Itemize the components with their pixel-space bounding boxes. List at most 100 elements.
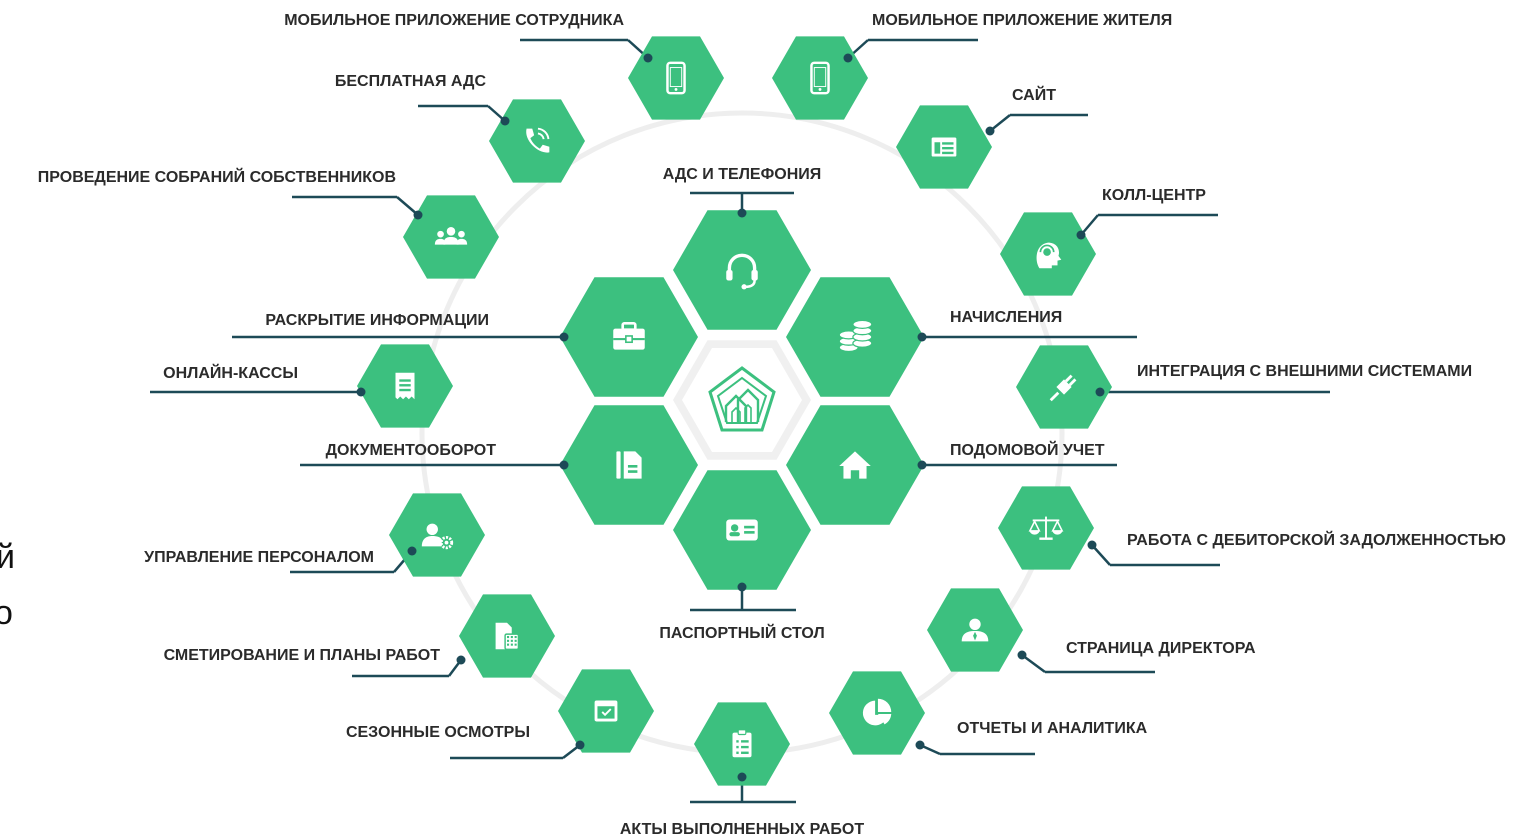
- houses-pentagon-logo-icon: [708, 366, 776, 432]
- hexagon-shape: [829, 671, 925, 755]
- label-disclosure: РАСКРЫТИЕ ИНФОРМАЦИИ: [265, 312, 489, 329]
- hexagon-shape: [927, 588, 1023, 672]
- connector-dot: [737, 772, 747, 782]
- id-card-icon: [726, 519, 758, 541]
- label-acts: АКТЫ ВЫПОЛНЕННЫХ РАБОТ: [620, 821, 864, 836]
- outer-hex-cashbox[interactable]: [356, 344, 454, 428]
- outer-hex-acts[interactable]: [694, 702, 790, 786]
- phone-call-icon: [526, 127, 550, 153]
- connector-dot: [643, 53, 653, 63]
- label-free-ads: БЕСПЛАТНАЯ АДС: [335, 73, 487, 90]
- outer-hex-resident_app[interactable]: [772, 36, 868, 120]
- connector-dot: [456, 655, 466, 665]
- connector-dot: [737, 208, 747, 218]
- label-estimates: СМЕТИРОВАНИЕ И ПЛАНЫ РАБОТ: [164, 647, 441, 664]
- label-docflow: ДОКУМЕНТООБОРОТ: [326, 442, 497, 459]
- connector-dot: [1017, 650, 1027, 660]
- browser-window-icon: [931, 137, 957, 157]
- clipped-text-2: о: [0, 594, 13, 632]
- outer-director-connector-line: [1021, 653, 1046, 674]
- core-hex-passport[interactable]: [673, 470, 811, 592]
- label-debt: РАБОТА С ДЕБИТОРСКОЙ ЗАДОЛЖЕННОСТЬЮ: [1127, 530, 1506, 549]
- connector-lines: [150, 38, 1330, 804]
- outer-hex-site[interactable]: [896, 105, 995, 189]
- group-people-icon: [434, 227, 468, 245]
- connector-dot: [559, 460, 569, 470]
- label-callcenter: КОЛЛ-ЦЕНТР: [1102, 187, 1206, 204]
- label-director: СТРАНИЦА ДИРЕКТОРА: [1066, 640, 1256, 657]
- core-hex-docflow[interactable]: [559, 405, 699, 525]
- mobile-phone-icon: [810, 61, 830, 95]
- label-employee-app: МОБИЛЬНОЕ ПРИЛОЖЕНИЕ СОТРУДНИКА: [284, 12, 624, 29]
- label-inspections: СЕЗОННЫЕ ОСМОТРЫ: [346, 724, 530, 741]
- label-accruals: НАЧИСЛЕНИЯ: [950, 309, 1062, 326]
- core-hex-registry[interactable]: [786, 405, 927, 525]
- outer-hex-estimates[interactable]: [456, 594, 556, 678]
- clipped-text-1: й: [0, 538, 15, 576]
- document-icon: [616, 451, 642, 479]
- receipt-icon: [395, 372, 415, 400]
- label-passport: ПАСПОРТНЫЙ СТОЛ: [659, 623, 824, 642]
- mobile-phone-icon: [666, 61, 686, 95]
- outer-hex-inspections[interactable]: [558, 669, 654, 753]
- home-icon: [839, 451, 871, 479]
- center-hexagon-inner: [682, 348, 802, 452]
- clipboard-list-icon: [732, 729, 752, 758]
- connector-dot: [737, 582, 747, 592]
- scales-icon: [1028, 516, 1064, 540]
- label-meetings: ПРОВЕДЕНИЕ СОБРАНИЙ СОБСТВЕННИКОВ: [38, 167, 396, 186]
- center-hub: [673, 340, 811, 460]
- connector-dot: [843, 53, 853, 63]
- core-hex-ads[interactable]: [673, 208, 811, 330]
- connector-dot: [356, 387, 366, 397]
- core-hex-disclosure[interactable]: [559, 277, 699, 397]
- connector-dot: [500, 116, 510, 126]
- label-reports: ОТЧЕТЫ И АНАЛИТИКА: [957, 720, 1148, 737]
- calendar-check-icon: [594, 700, 618, 722]
- connector-dot: [917, 332, 927, 342]
- pie-chart-icon: [862, 698, 892, 726]
- connector-dot: [985, 126, 995, 136]
- connector-dot: [559, 332, 569, 342]
- label-resident-app: МОБИЛЬНОЕ ПРИЛОЖЕНИЕ ЖИТЕЛЯ: [872, 12, 1172, 29]
- hexagon-shape: [389, 493, 485, 577]
- label-registry: ПОДОМОВОЙ УЧЕТ: [950, 440, 1105, 459]
- hexagon-shape: [489, 99, 585, 183]
- user-gear-icon: [421, 523, 454, 550]
- label-ads: АДС И ТЕЛЕФОНИЯ: [663, 166, 822, 183]
- outer-hex-meetings[interactable]: [403, 195, 499, 279]
- outer-hex-free_ads[interactable]: [489, 99, 585, 183]
- connector-dot: [1087, 540, 1097, 550]
- coins-icon: [838, 319, 873, 353]
- core-hex-accruals[interactable]: [786, 277, 927, 397]
- outer-hex-reports[interactable]: [829, 671, 925, 755]
- operator-head-icon: [1036, 242, 1062, 269]
- calculator-document-icon: [495, 622, 520, 651]
- outer-hex-callcenter[interactable]: [1000, 212, 1096, 296]
- module-labels: АДС И ТЕЛЕФОНИЯ НАЧИСЛЕНИЯ ПОДОМОВОЙ УЧЕ…: [38, 12, 1506, 836]
- hexagon-shape: [673, 210, 811, 330]
- connector-dot: [407, 546, 417, 556]
- outer-meetings-connector-line: [396, 196, 419, 216]
- label-cashbox: ОНЛАЙН-КАССЫ: [163, 363, 298, 382]
- label-site: САЙТ: [1012, 85, 1056, 104]
- connector-dot: [1095, 387, 1105, 397]
- outer-hex-employee_app[interactable]: [628, 36, 724, 120]
- connector-dot: [915, 740, 925, 750]
- hexagon-shape: [628, 36, 724, 120]
- connector-dot: [917, 460, 927, 470]
- outer-hex-integration[interactable]: [1016, 345, 1112, 429]
- manager-person-icon: [961, 618, 989, 642]
- headset-icon: [726, 253, 758, 290]
- hexagon-shape: [772, 36, 868, 120]
- outer-hex-director[interactable]: [927, 588, 1027, 672]
- outer-hex-debt[interactable]: [998, 486, 1097, 570]
- connector-dot: [575, 740, 585, 750]
- module-nodes: [356, 36, 1112, 786]
- label-integration: ИНТЕГРАЦИЯ С ВНЕШНИМИ СИСТЕМАМИ: [1137, 363, 1472, 380]
- connector-dot: [413, 210, 423, 220]
- label-staff: УПРАВЛЕНИЕ ПЕРСОНАЛОМ: [144, 549, 374, 566]
- connector-dot: [1076, 230, 1086, 240]
- outer-hex-staff[interactable]: [389, 493, 485, 577]
